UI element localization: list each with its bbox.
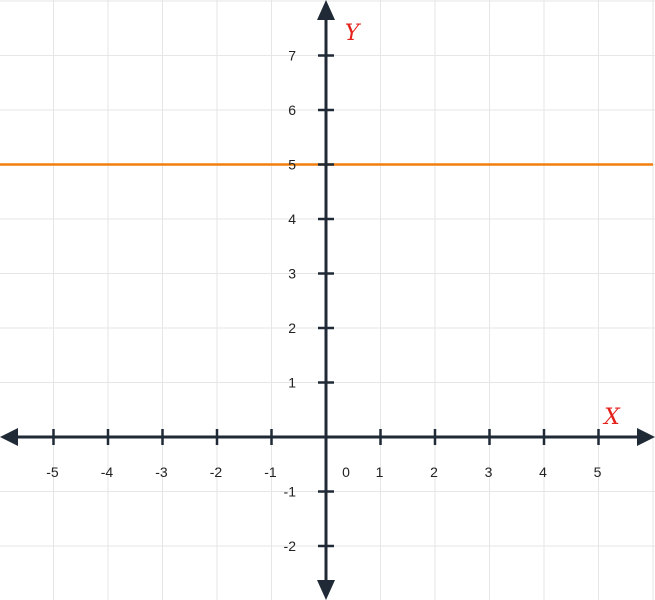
y-tick-label: -2 [284,538,297,554]
x-tick-label: 5 [594,464,602,480]
y-axis-arrow-up [317,0,335,20]
y-tick-label: 5 [288,157,296,173]
x-tick-label: 1 [376,464,384,480]
y-tick-label: 1 [288,375,296,391]
origin-label: 0 [342,464,350,480]
x-tick-label: -2 [210,464,223,480]
x-tick-label: 2 [430,464,438,480]
y-tick-label: -1 [284,484,297,500]
y-axis-arrow-down [317,580,335,600]
y-tick-label: 2 [288,320,296,336]
x-axis-arrow-right [637,428,655,446]
x-tick-label: -3 [155,464,168,480]
y-tick-label: 4 [288,211,296,227]
x-tick-label: 4 [539,464,547,480]
x-axis-label: X [602,405,621,430]
x-tick-label: -1 [264,464,277,480]
x-tick-label: 3 [485,464,493,480]
y-axis-label: Y [345,21,362,46]
y-tick-label: 3 [288,266,296,282]
y-tick-label: 7 [288,48,296,64]
x-tick-label: -4 [101,464,114,480]
ticks: -5 -4 -3 -2 -1 1 2 3 4 5 7 6 5 4 3 2 1 -1 -2 [46,48,601,555]
x-tick-label: -5 [46,464,59,480]
x-axis-arrow-left [0,428,18,446]
y-tick-label: 6 [288,102,296,118]
